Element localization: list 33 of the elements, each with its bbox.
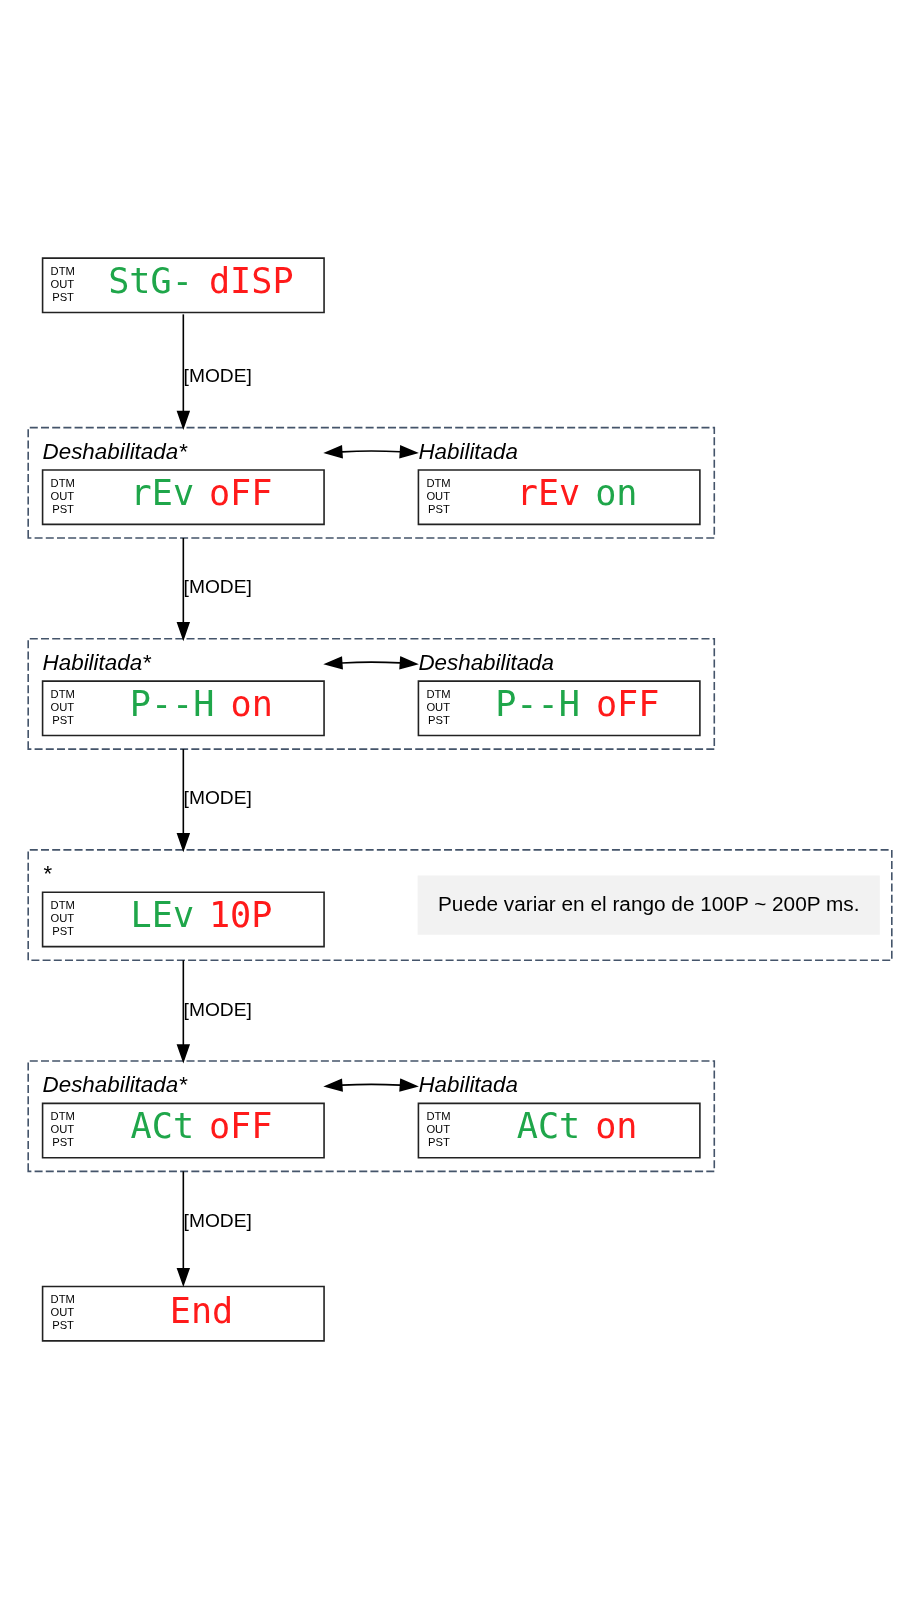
cluster	[26, 637, 715, 750]
edge-label: [MODE]	[183, 787, 252, 809]
arrow	[176, 1170, 190, 1288]
arrow	[176, 959, 190, 1064]
arrow	[176, 748, 190, 853]
node-label: Deshabilitada	[417, 650, 554, 676]
edge-label: [MODE]	[183, 998, 252, 1020]
node-box: DTM OUT PST P--H oFF	[417, 680, 701, 737]
node-label: Deshabilitada*	[42, 439, 187, 465]
node-box: DTM OUT PST P--H on	[41, 680, 325, 737]
edge-label: [MODE]	[183, 1209, 252, 1231]
node-box: DTM OUT PST End	[41, 1285, 325, 1342]
node-box: DTM OUT PST rEv oFF	[41, 469, 325, 526]
node-box: DTM OUT PST rEv on	[417, 469, 701, 526]
edge-label: [MODE]	[183, 365, 252, 387]
cluster	[26, 1060, 715, 1173]
edge-label: [MODE]	[183, 576, 252, 598]
node-label: Habilitada	[417, 1072, 518, 1098]
node-box: DTM OUT PST ACt on	[417, 1102, 701, 1159]
node-box: DTM OUT PST LEv 10P	[41, 891, 325, 948]
node-box: DTM OUT PST StG- dISP	[41, 257, 325, 314]
cluster	[26, 849, 893, 962]
node-label: Habilitada	[417, 439, 518, 465]
arrow	[176, 537, 190, 642]
arrow	[322, 445, 419, 459]
arrow	[176, 313, 190, 431]
cluster	[26, 426, 715, 539]
arrow	[322, 1078, 419, 1092]
node-box: DTM OUT PST ACt oFF	[41, 1102, 325, 1159]
node-label: Deshabilitada*	[42, 1072, 187, 1098]
node-label: Habilitada*	[42, 650, 151, 676]
arrow	[322, 656, 419, 670]
node-label: *	[42, 861, 51, 887]
